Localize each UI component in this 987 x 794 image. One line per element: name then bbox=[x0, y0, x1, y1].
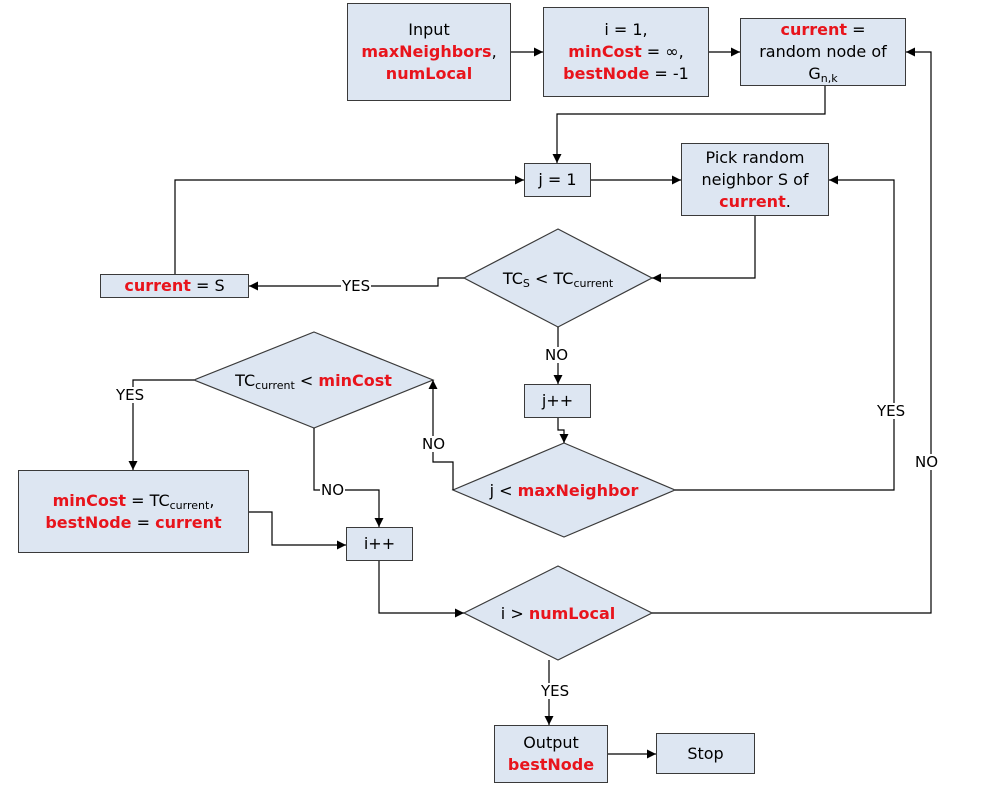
set-current-box: current = S bbox=[100, 274, 249, 298]
init-best-node-key: bestNode bbox=[563, 64, 650, 83]
label-no-j-check: NO bbox=[421, 435, 447, 453]
update-tc-sub: current bbox=[169, 498, 210, 512]
i-check-left: i > bbox=[500, 603, 529, 623]
i-inc-box: i++ bbox=[346, 527, 413, 561]
j-init-text: j = 1 bbox=[538, 170, 577, 189]
tc-s-base: TC bbox=[502, 268, 523, 288]
cost-tc-base: TC bbox=[235, 370, 256, 390]
random-node-text: random node of bbox=[759, 42, 887, 61]
update-comma: , bbox=[209, 490, 215, 510]
pick-period: . bbox=[785, 191, 791, 211]
pick-neighbor-box: Pick random neighbor S of current. bbox=[681, 143, 829, 216]
update-eq: = bbox=[131, 512, 156, 532]
update-best-box: minCost = TCcurrent, bestNode = current bbox=[18, 470, 249, 553]
label-yes-i-check: YES bbox=[540, 682, 571, 700]
init-i: i = 1, bbox=[604, 20, 648, 39]
output-box: Output bestNode bbox=[494, 725, 608, 783]
set-current-val: = S bbox=[190, 276, 225, 295]
edge-j-check-no-to-cost bbox=[428, 380, 454, 490]
diamond-j-check bbox=[451, 442, 677, 538]
stop-box: Stop bbox=[656, 733, 755, 774]
tc-current-base: TC bbox=[553, 268, 574, 288]
stop-text: Stop bbox=[687, 743, 724, 763]
init-best-node-val: = -1 bbox=[649, 64, 689, 83]
output-best-node: bestNode bbox=[507, 755, 595, 774]
update-current-key: current bbox=[155, 512, 222, 532]
cost-min-cost: minCost bbox=[318, 370, 392, 390]
diamond-i-check bbox=[462, 565, 654, 661]
edge-update-to-i-inc bbox=[249, 511, 346, 550]
j-check-max-neighbor: maxNeighbor bbox=[517, 480, 639, 500]
edge-j-check-yes-to-pick bbox=[675, 175, 895, 491]
edge-random-to-j-init bbox=[552, 86, 826, 163]
edge-set-to-j-init bbox=[174, 175, 524, 274]
input-comma: , bbox=[491, 42, 497, 61]
init-min-cost-key: minCost bbox=[568, 42, 642, 61]
update-best-node-key: bestNode bbox=[45, 512, 132, 532]
label-no-cost: NO bbox=[320, 481, 346, 499]
cost-op: < bbox=[294, 370, 319, 390]
i-inc-text: i++ bbox=[363, 534, 396, 553]
edge-cost-no-to-i-inc bbox=[313, 428, 384, 527]
update-tc-base: = TC bbox=[126, 490, 170, 510]
cost-check-text: TCcurrent < minCost bbox=[194, 332, 433, 428]
edge-j-inc-to-j-check bbox=[557, 418, 569, 443]
input-box: Input maxNeighbors, numLocal bbox=[347, 3, 511, 101]
tc-s-sub: S bbox=[522, 276, 530, 290]
random-start-box: current = random node of Gn,k bbox=[740, 18, 906, 86]
label-no-i-check: NO bbox=[914, 453, 940, 471]
input-title: Input bbox=[408, 20, 450, 39]
i-check-text: i > numLocal bbox=[464, 566, 652, 660]
random-graph-sub: n,k bbox=[820, 72, 838, 85]
init-min-cost-val: = ∞, bbox=[641, 42, 684, 61]
edge-i-inc-to-i-check bbox=[378, 561, 464, 618]
j-inc-text: j++ bbox=[541, 391, 574, 410]
j-check-left: j < bbox=[489, 480, 518, 500]
input-num-local: numLocal bbox=[385, 64, 473, 83]
init-box: i = 1, minCost = ∞, bestNode = -1 bbox=[543, 7, 709, 97]
pick-line-2: neighbor S of bbox=[701, 169, 809, 189]
edge-cost-yes-to-update bbox=[128, 379, 194, 470]
tc-op: < bbox=[529, 268, 554, 288]
label-yes-cost: YES bbox=[115, 386, 146, 404]
set-current-key: current bbox=[124, 276, 191, 295]
edge-pick-to-compare bbox=[652, 216, 756, 283]
j-inc-box: j++ bbox=[524, 384, 591, 418]
i-check-num-local: numLocal bbox=[528, 603, 616, 623]
random-graph-base: G bbox=[808, 64, 821, 83]
random-current-eq: = bbox=[847, 20, 866, 39]
random-current-key: current bbox=[780, 20, 848, 39]
output-title: Output bbox=[523, 733, 579, 752]
input-max-neighbors: maxNeighbors bbox=[361, 42, 492, 61]
compare-tc-text: TCS < TCcurrent bbox=[464, 229, 652, 327]
tc-current-sub: current bbox=[573, 276, 614, 290]
pick-line-1: Pick random bbox=[705, 147, 805, 167]
edge-i-check-no-to-random bbox=[652, 47, 932, 614]
j-init-box: j = 1 bbox=[524, 163, 591, 197]
label-yes-j-check: YES bbox=[876, 402, 907, 420]
label-yes-compare: YES bbox=[341, 277, 372, 295]
update-min-cost-key: minCost bbox=[52, 490, 127, 510]
j-check-text: j < maxNeighbor bbox=[453, 443, 675, 537]
pick-current-key: current bbox=[719, 191, 786, 211]
label-no-compare: NO bbox=[544, 346, 570, 364]
cost-tc-sub: current bbox=[255, 378, 295, 392]
